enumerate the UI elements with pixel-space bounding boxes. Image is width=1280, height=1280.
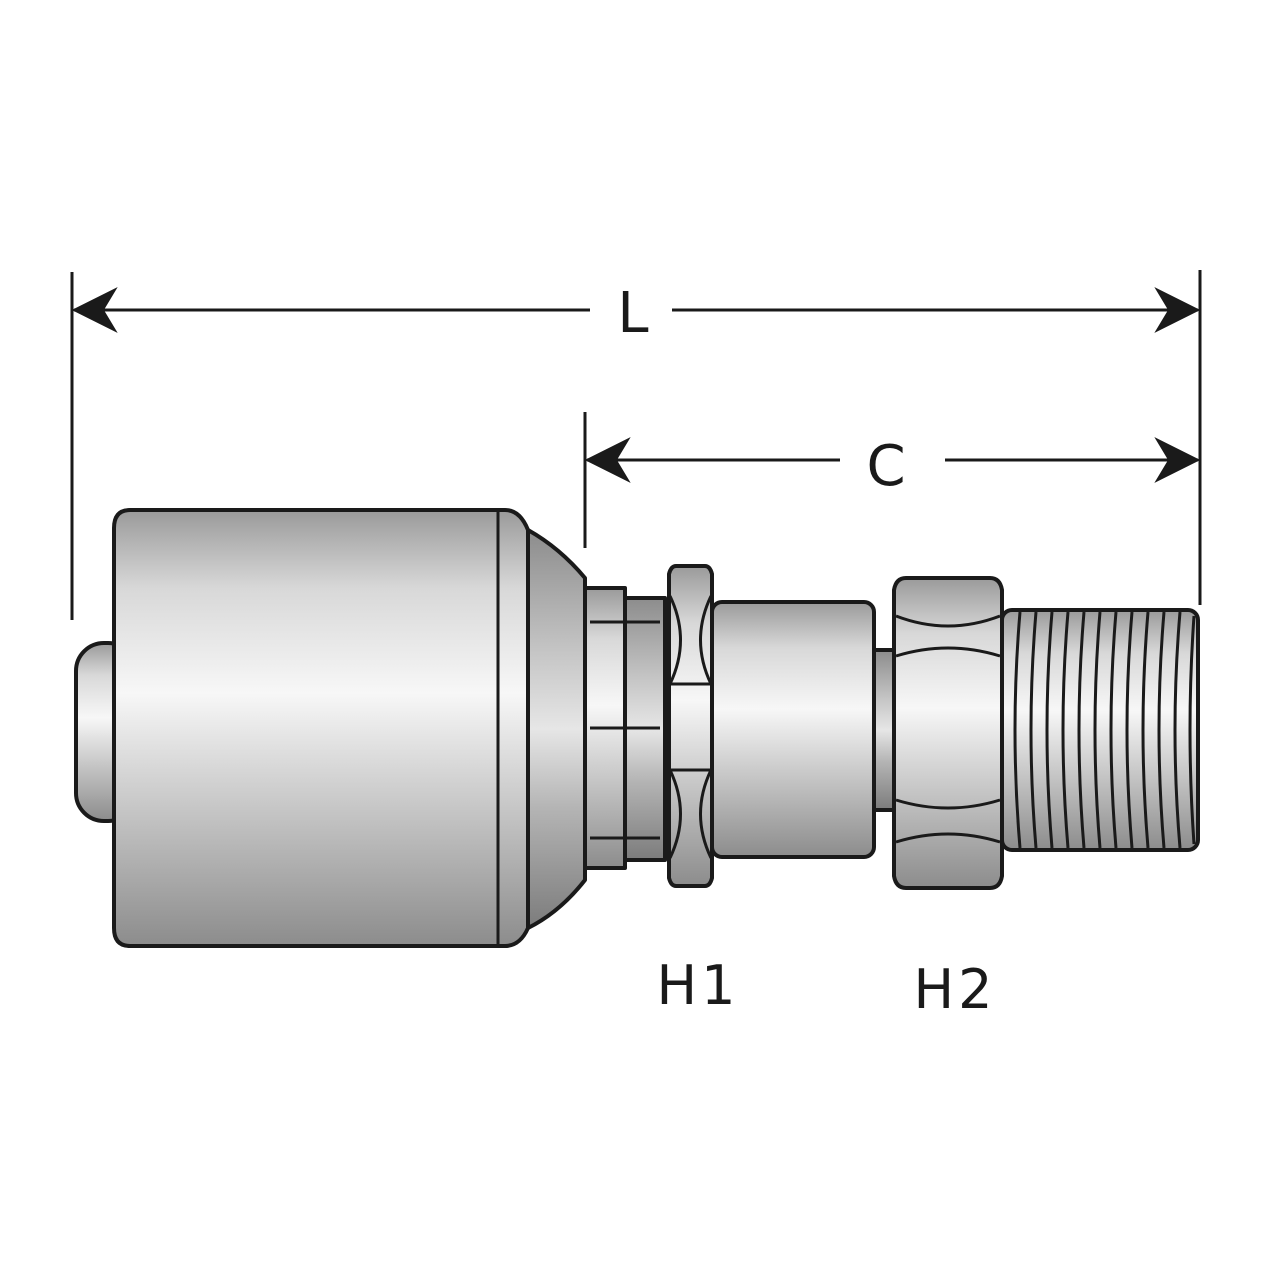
- threaded-end: [1000, 608, 1200, 852]
- crimp-collar: [526, 528, 587, 930]
- hex-label-h1: H1: [657, 954, 740, 1017]
- tube-body: [710, 600, 876, 859]
- dimension-label-c: C: [866, 434, 905, 499]
- fitting: [74, 508, 1200, 948]
- thread-lines: [1013, 611, 1196, 849]
- hex-h2: [892, 576, 1004, 890]
- dimension-c: C: [583, 412, 1201, 548]
- hex-h1: [667, 564, 714, 888]
- tube-neck: [872, 648, 896, 812]
- ferrule-shell: [112, 508, 530, 948]
- dimension-label-l: L: [617, 281, 648, 346]
- hex-label-h2: H2: [914, 958, 997, 1021]
- dimension-l: L: [70, 270, 1202, 620]
